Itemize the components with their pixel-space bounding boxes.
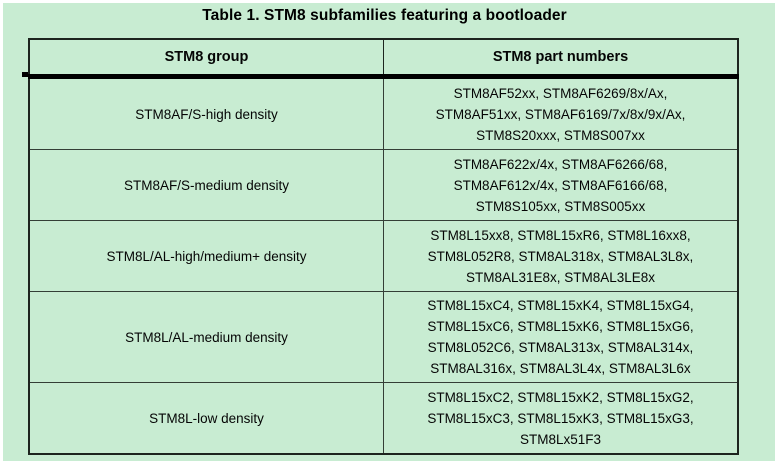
group-cell: STM8AF/S-medium density — [28, 149, 384, 221]
group-cell: STM8AF/S-high density — [28, 76, 384, 150]
bootloader-table: STM8 group STM8 part numbers STM8AF/S-hi… — [22, 38, 739, 455]
group-cell: STM8L/AL-medium density — [28, 291, 384, 383]
header-rule-notch — [22, 72, 28, 77]
table-title: Table 1. STM8 subfamilies featuring a bo… — [202, 7, 567, 24]
stm8-subfamilies-table: STM8 group STM8 part numbers STM8AF/S-hi… — [28, 38, 739, 455]
table-row: STM8L-low density STM8L15xC2, STM8L15xK2… — [28, 382, 739, 455]
column-header-stm8-part-numbers: STM8 part numbers — [383, 38, 739, 79]
parts-cell: STM8L15xC4, STM8L15xK4, STM8L15xG4, STM8… — [383, 291, 739, 383]
table-row: STM8L/AL-medium density STM8L15xC4, STM8… — [28, 291, 739, 383]
group-cell: STM8L-low density — [28, 382, 384, 455]
group-cell: STM8L/AL-high/medium+ density — [28, 220, 384, 292]
parts-cell: STM8AF52xx, STM8AF6269/8x/Ax, STM8AF51xx… — [383, 76, 739, 150]
parts-cell: STM8L15xx8, STM8L15xR6, STM8L16xx8, STM8… — [383, 220, 739, 292]
parts-cell: STM8AF622x/4x, STM8AF6266/68, STM8AF612x… — [383, 149, 739, 221]
column-header-stm8-group: STM8 group — [28, 38, 384, 79]
table-row: STM8L/AL-high/medium+ density STM8L15xx8… — [28, 220, 739, 292]
table-row: STM8AF/S-medium density STM8AF622x/4x, S… — [28, 149, 739, 221]
header-row: STM8 group STM8 part numbers — [28, 38, 739, 79]
table-row: STM8AF/S-high density STM8AF52xx, STM8AF… — [28, 76, 739, 150]
parts-cell: STM8L15xC2, STM8L15xK2, STM8L15xG2, STM8… — [383, 382, 739, 455]
